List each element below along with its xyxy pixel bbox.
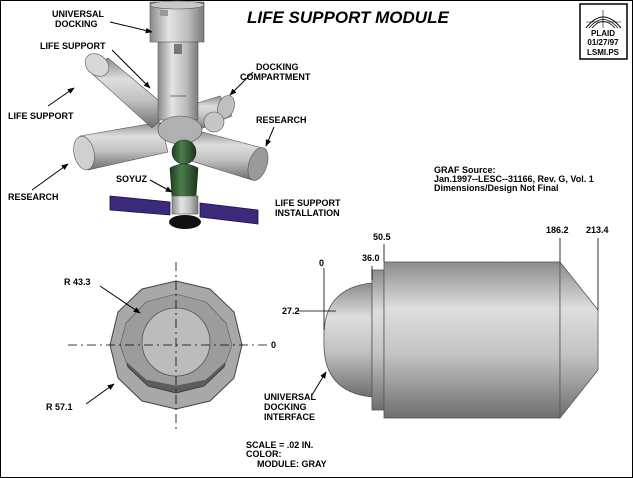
callout-universal-docking: UNIVERSAL DOCKING xyxy=(52,9,153,34)
end-view-axis-label: 0 xyxy=(271,340,276,350)
side-view-aft-cone xyxy=(559,260,599,420)
source-note-line3: Dimensions/Design Not Final xyxy=(434,183,559,193)
label-interface-2: DOCKING xyxy=(264,402,307,412)
callout-docking-compartment: DOCKING COMPARTMENT xyxy=(229,62,311,96)
label-docking-compartment-1: DOCKING xyxy=(256,62,299,72)
logo-globe-icon xyxy=(585,10,622,29)
research-module-right xyxy=(187,129,269,181)
end-view: 0 xyxy=(68,262,276,432)
station-36: 36.0 xyxy=(362,253,380,263)
station-0: 0 xyxy=(319,258,324,268)
label-life-support-installation-1: LIFE SUPPORT xyxy=(275,198,341,208)
side-view-nose xyxy=(323,282,373,398)
soyuz-spacecraft xyxy=(169,139,201,229)
central-node xyxy=(157,115,203,145)
label-universal-docking-1: UNIVERSAL xyxy=(52,9,105,19)
station-illustration xyxy=(73,0,269,229)
station-186-2: 186.2 xyxy=(546,225,569,235)
solar-panel-right xyxy=(199,202,259,225)
side-view-radius: 27.2 xyxy=(282,306,300,316)
label-universal-docking-2: DOCKING xyxy=(55,19,98,29)
callout-r-outer: R 57.1 xyxy=(46,383,115,412)
label-r-inner: R 43.3 xyxy=(64,277,91,287)
side-view xyxy=(323,260,599,420)
module-color-note: MODULE: GRAY xyxy=(257,459,327,469)
station-213-4: 213.4 xyxy=(586,225,609,235)
plaid-logo: PLAID 01/27/97 LSMI.PS xyxy=(579,3,628,60)
callout-universal-docking-interface: UNIVERSAL DOCKING INTERFACE xyxy=(264,371,327,422)
universal-docking-node xyxy=(149,0,205,43)
label-r-outer: R 57.1 xyxy=(46,402,73,412)
research-module-left xyxy=(73,121,169,171)
label-interface-3: INTERFACE xyxy=(264,412,315,422)
color-note: COLOR: xyxy=(246,449,282,459)
source-note-line2: Jan.1997--LESC--31166, Rev. G, Vol. 1 xyxy=(434,174,594,184)
label-research-left: RESEARCH xyxy=(8,192,59,202)
label-life-support-installation-2: INSTALLATION xyxy=(275,208,340,218)
callout-research-right: RESEARCH xyxy=(256,115,307,147)
scale-note: SCALE = .02 IN. xyxy=(246,440,313,450)
life-support-module-top xyxy=(157,39,199,121)
label-docking-compartment-2: COMPARTMENT xyxy=(240,72,311,82)
label-soyuz: SOYUZ xyxy=(116,174,148,184)
logo-date: 01/27/97 xyxy=(587,38,619,47)
label-research-right: RESEARCH xyxy=(256,115,307,125)
label-life-support-top: LIFE SUPPORT xyxy=(40,41,106,51)
callout-life-support-top: LIFE SUPPORT xyxy=(40,41,151,89)
logo-name: PLAID xyxy=(591,29,615,38)
callout-r-inner: R 43.3 xyxy=(64,277,141,314)
side-view-body xyxy=(383,261,561,419)
label-interface-1: UNIVERSAL xyxy=(264,392,317,402)
callout-research-left: RESEARCH xyxy=(8,163,69,202)
logo-file: LSMI.PS xyxy=(587,48,620,57)
station-50-5: 50.5 xyxy=(373,232,391,242)
side-view-ring xyxy=(371,269,385,411)
source-note-line1: GRAF Source: xyxy=(434,165,496,175)
docking-compartment xyxy=(187,95,235,133)
page-title: LIFE SUPPORT MODULE xyxy=(247,8,449,27)
callout-life-support-left: LIFE SUPPORT xyxy=(8,87,75,121)
side-view-dimensions: 0 36.0 50.5 186.2 213.4 27.2 xyxy=(282,225,609,330)
label-life-support-left: LIFE SUPPORT xyxy=(8,111,74,121)
solar-panel-left xyxy=(109,195,171,216)
callout-soyuz: SOYUZ xyxy=(116,174,173,193)
life-support-module-left xyxy=(84,53,171,129)
